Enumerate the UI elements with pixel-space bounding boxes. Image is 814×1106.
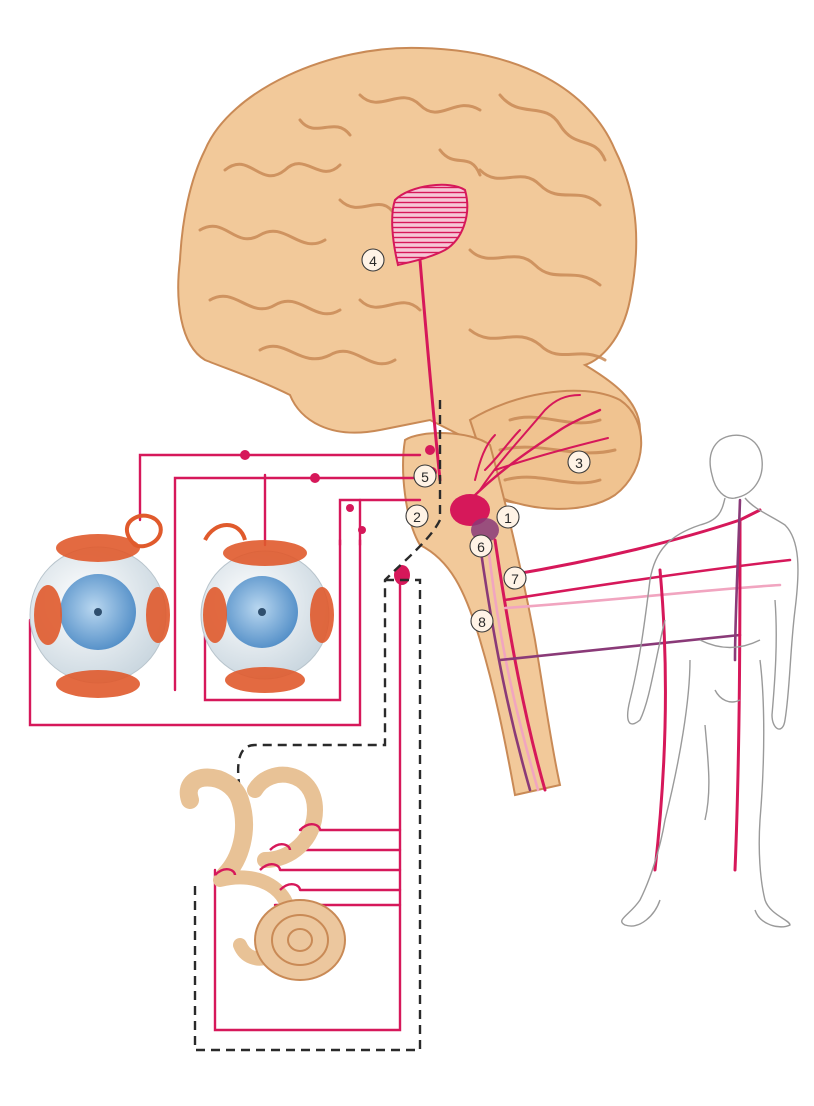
human-figure-icon [622,435,798,927]
svg-text:2: 2 [413,509,421,525]
medial-muscle [146,587,170,643]
svg-text:6: 6 [477,539,485,555]
label-2: 2 [406,505,428,527]
label-6: 6 [470,535,492,557]
label-4: 4 [362,249,384,271]
svg-text:4: 4 [369,253,377,269]
svg-text:5: 5 [421,469,429,485]
label-8: 8 [471,610,493,632]
label-7: 7 [504,567,526,589]
lateral-muscle [34,585,62,645]
label-1: 1 [497,506,519,528]
label-3: 3 [568,451,590,473]
right-eye [201,525,334,693]
inner-ear-icon [189,775,345,980]
svg-text:3: 3 [575,455,583,471]
left-eye [30,516,170,698]
svg-text:1: 1 [504,510,512,526]
svg-text:8: 8 [478,614,486,630]
label-5: 5 [414,465,436,487]
inferior-muscle [56,670,140,698]
svg-text:7: 7 [511,571,519,587]
eye-icon [30,516,334,698]
